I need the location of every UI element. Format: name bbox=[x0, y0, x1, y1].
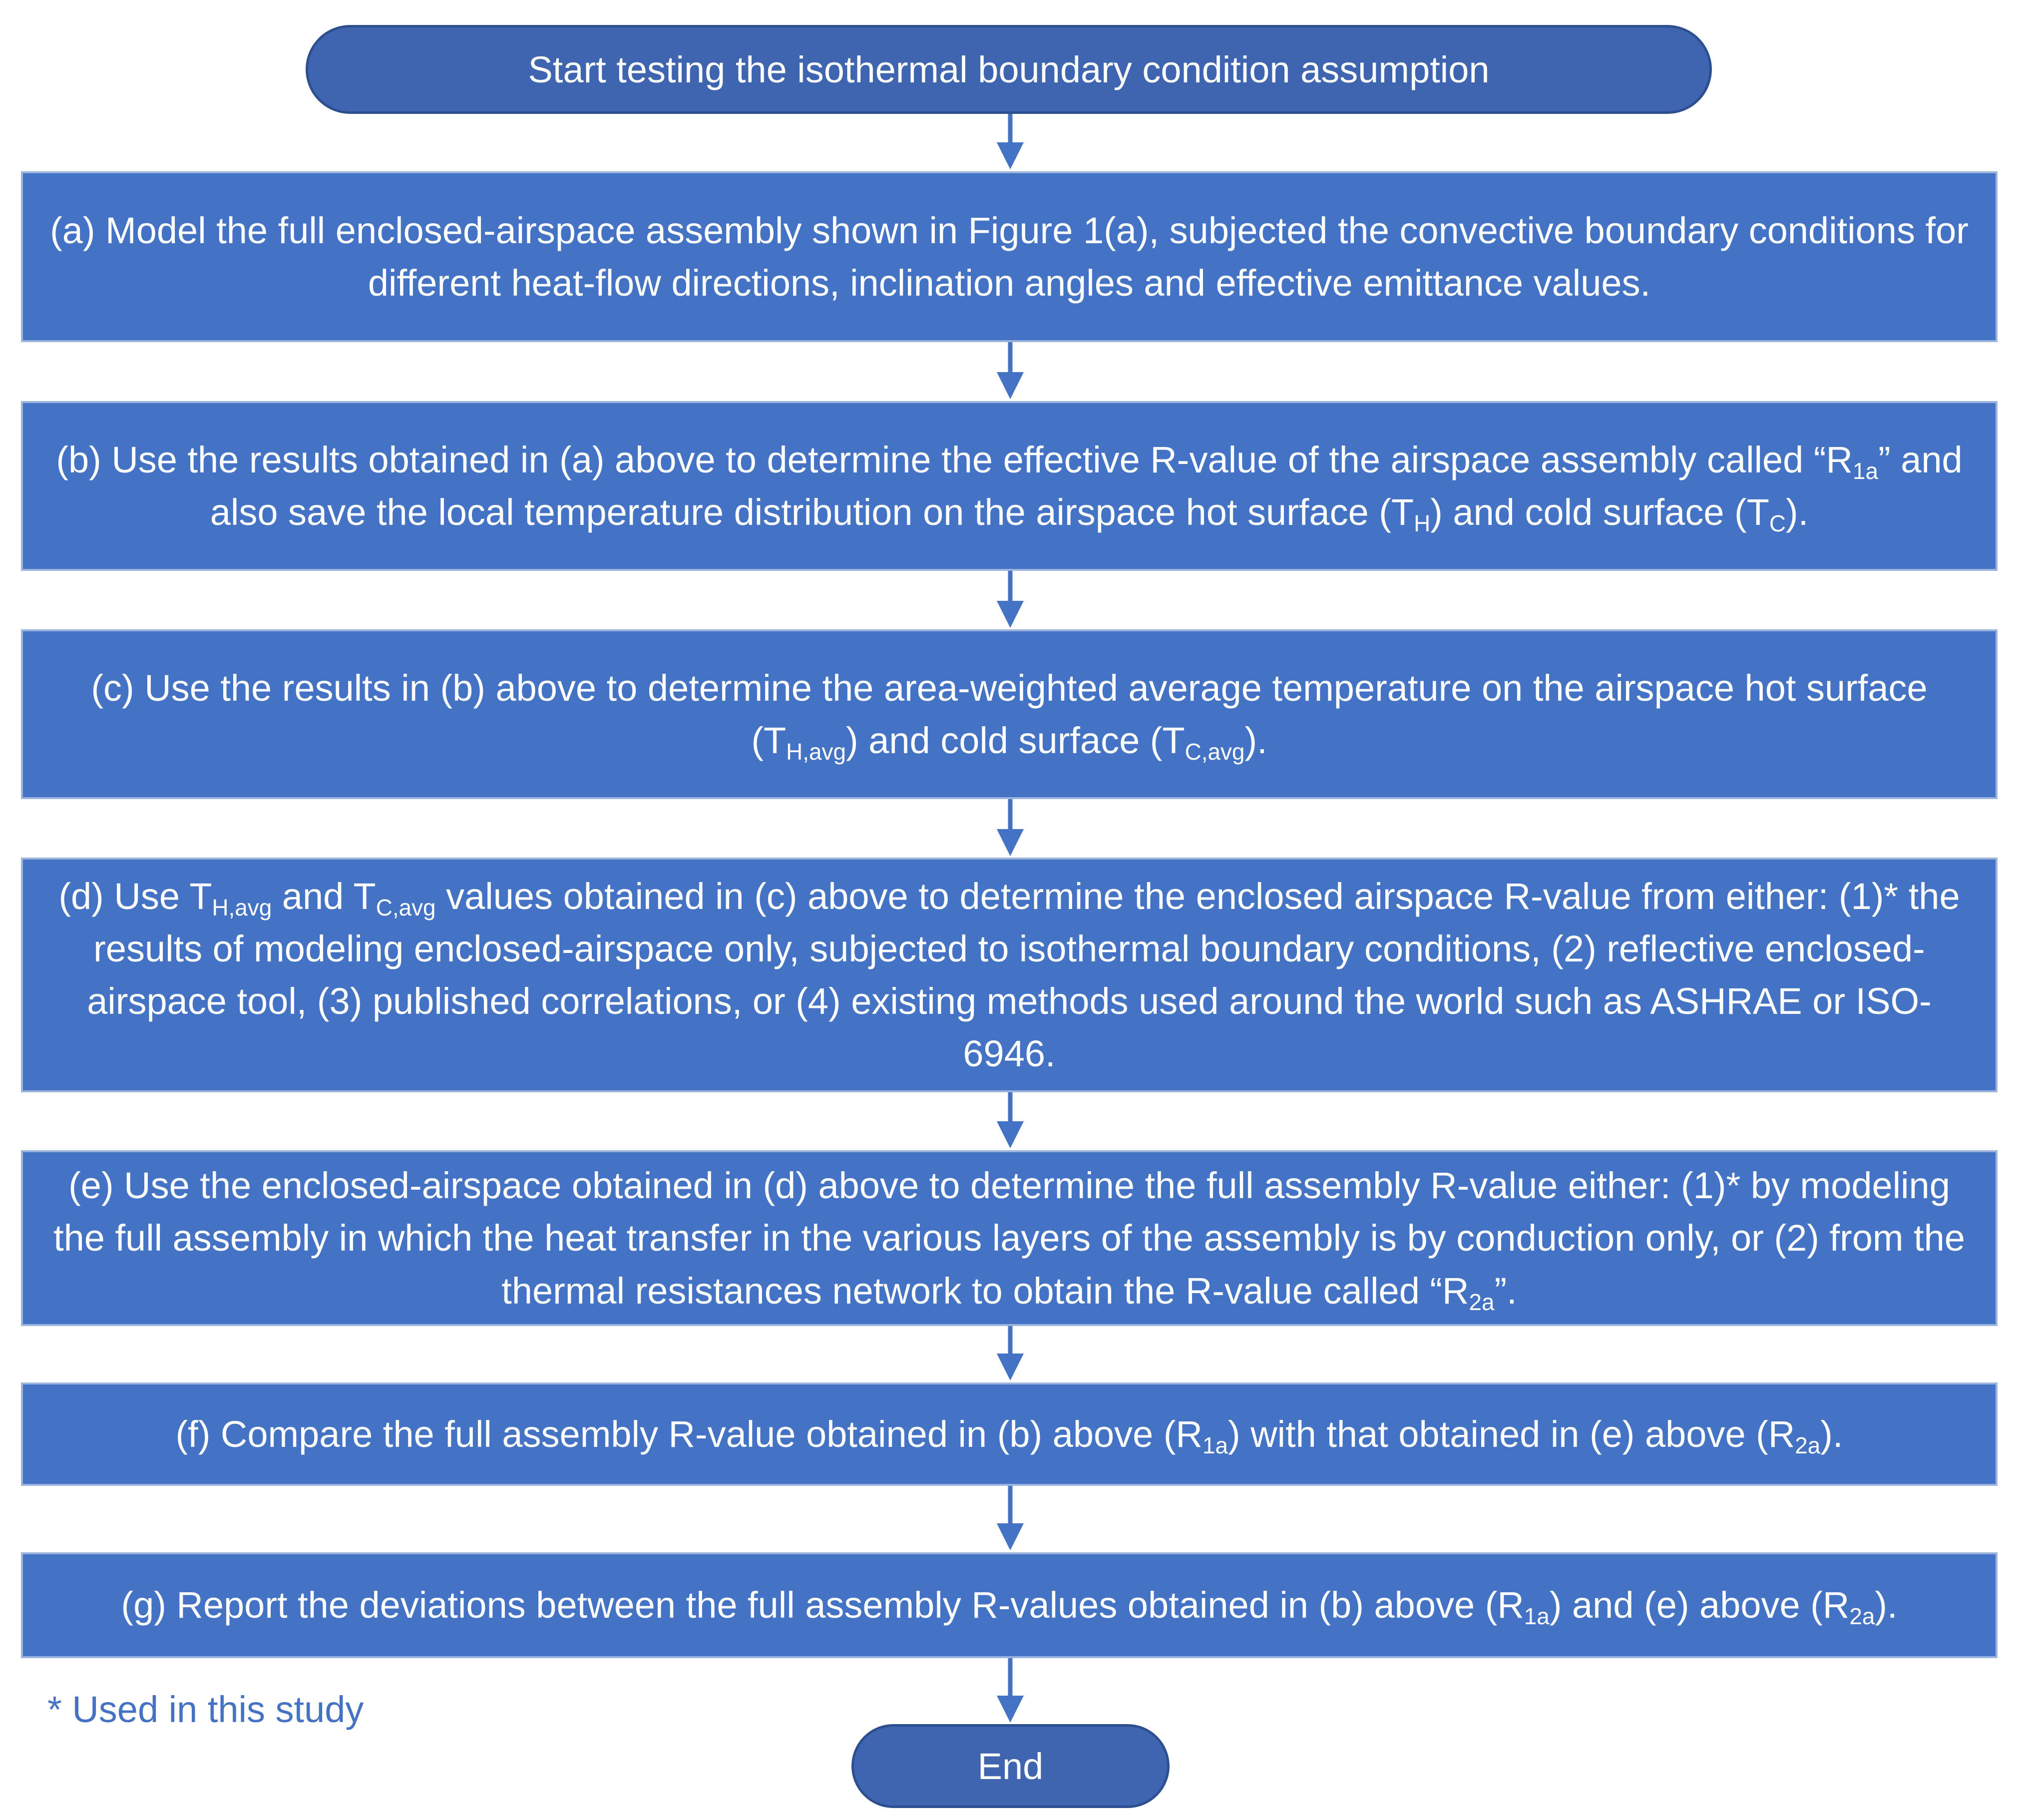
step-g-text: (g) Report the deviations between the fu… bbox=[121, 1584, 1898, 1630]
step-g-box: (g) Report the deviations between the fu… bbox=[21, 1552, 1998, 1658]
step-a-text: (a) Model the full enclosed-airspace ass… bbox=[50, 209, 1969, 304]
footnote: * Used in this study bbox=[47, 1689, 364, 1730]
step-b-box: (b) Use the results obtained in (a) abov… bbox=[21, 401, 1998, 571]
step-d-box: (d) Use TH,avg and TC,avg values obtaine… bbox=[21, 858, 1998, 1092]
step-e-text: (e) Use the enclosed-airspace obtained i… bbox=[53, 1165, 1965, 1315]
step-f-box: (f) Compare the full assembly R-value ob… bbox=[21, 1382, 1998, 1486]
step-c-text: (c) Use the results in (b) above to dete… bbox=[91, 667, 1928, 765]
start-label: Start testing the isothermal boundary co… bbox=[528, 48, 1490, 90]
step-f-text: (f) Compare the full assembly R-value ob… bbox=[175, 1413, 1843, 1458]
end-terminal: End bbox=[851, 1724, 1170, 1808]
step-a-box: (a) Model the full enclosed-airspace ass… bbox=[21, 171, 1998, 342]
step-d-text: (d) Use TH,avg and TC,avg values obtaine… bbox=[58, 875, 1960, 1075]
step-c-box: (c) Use the results in (b) above to dete… bbox=[21, 629, 1998, 799]
step-e-box: (e) Use the enclosed-airspace obtained i… bbox=[21, 1150, 1998, 1326]
start-terminal: Start testing the isothermal boundary co… bbox=[306, 25, 1712, 114]
step-b-text: (b) Use the results obtained in (a) abov… bbox=[56, 439, 1963, 536]
end-label: End bbox=[977, 1745, 1044, 1787]
